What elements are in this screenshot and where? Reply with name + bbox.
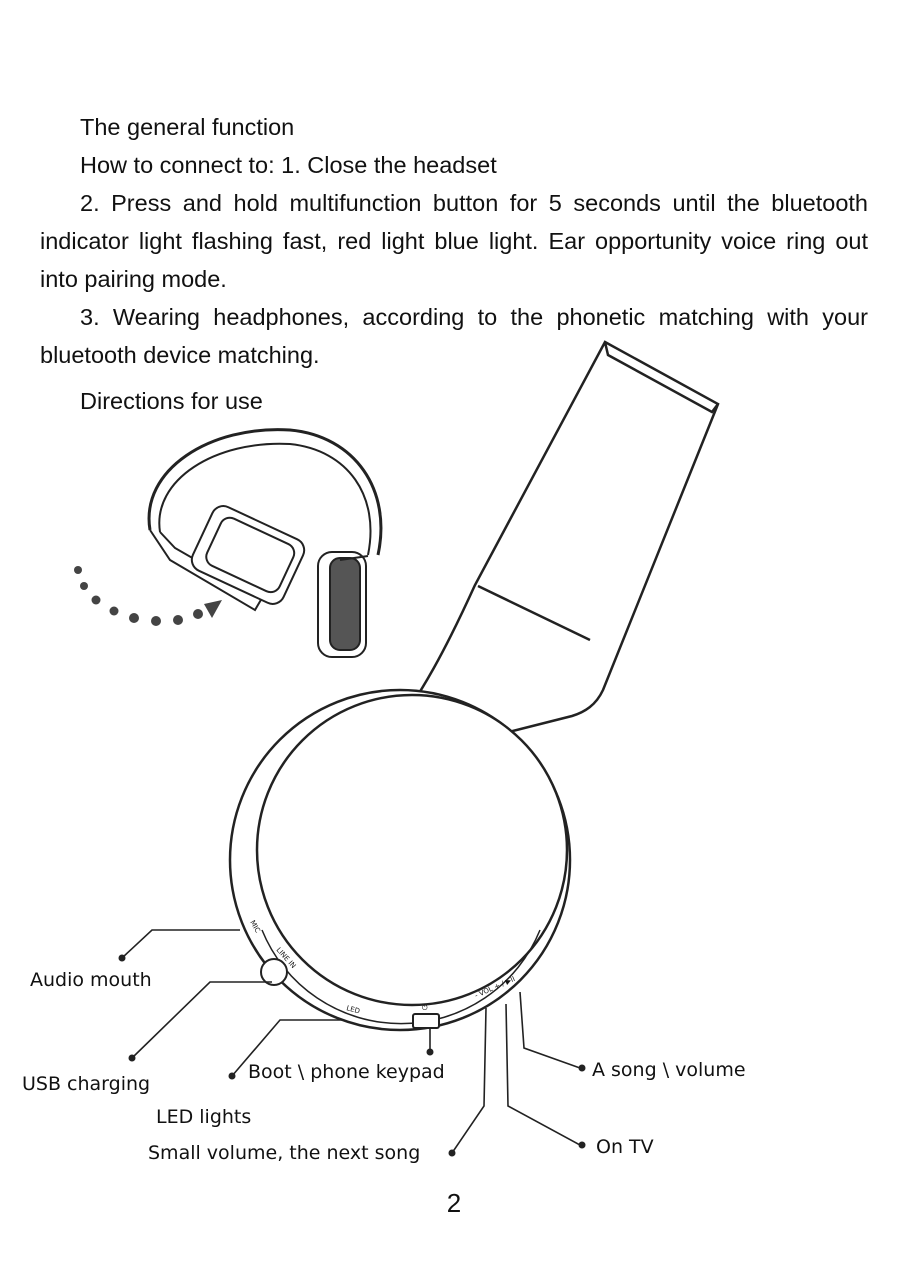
power-button bbox=[412, 1013, 440, 1029]
line-in-port bbox=[260, 958, 288, 986]
power-icon: ⏻ bbox=[422, 1004, 428, 1012]
usb-charging-label: USB charging bbox=[22, 1073, 150, 1095]
connect-instruction: How to connect to: 1. Close the headset bbox=[80, 152, 497, 178]
small-volume-next-song-label: Small volume, the next song bbox=[148, 1142, 420, 1164]
song-volume-label: A song \ volume bbox=[592, 1059, 746, 1081]
audio-mouth-label: Audio mouth bbox=[30, 969, 152, 991]
earcup bbox=[228, 688, 572, 1032]
callout-dots bbox=[118, 954, 586, 1157]
step-2-paragraph: 2. Press and hold multifunction button f… bbox=[40, 190, 868, 292]
folded-headphone-illustration bbox=[147, 428, 383, 658]
page-number: 2 bbox=[446, 1188, 462, 1218]
step-3-paragraph: 3. Wearing headphones, according to the … bbox=[40, 304, 868, 368]
headband bbox=[382, 340, 720, 754]
boot-phone-keypad-label: Boot \ phone keypad bbox=[248, 1061, 445, 1083]
section-heading: The general function bbox=[80, 114, 295, 140]
rotation-arrow-icon bbox=[74, 566, 222, 626]
led-lights-label: LED lights bbox=[156, 1106, 251, 1128]
callout-lines bbox=[121, 929, 581, 1154]
led-label: LED bbox=[345, 1004, 360, 1015]
on-tv-label: On TV bbox=[596, 1136, 654, 1158]
directions-heading: Directions for use bbox=[80, 388, 263, 414]
